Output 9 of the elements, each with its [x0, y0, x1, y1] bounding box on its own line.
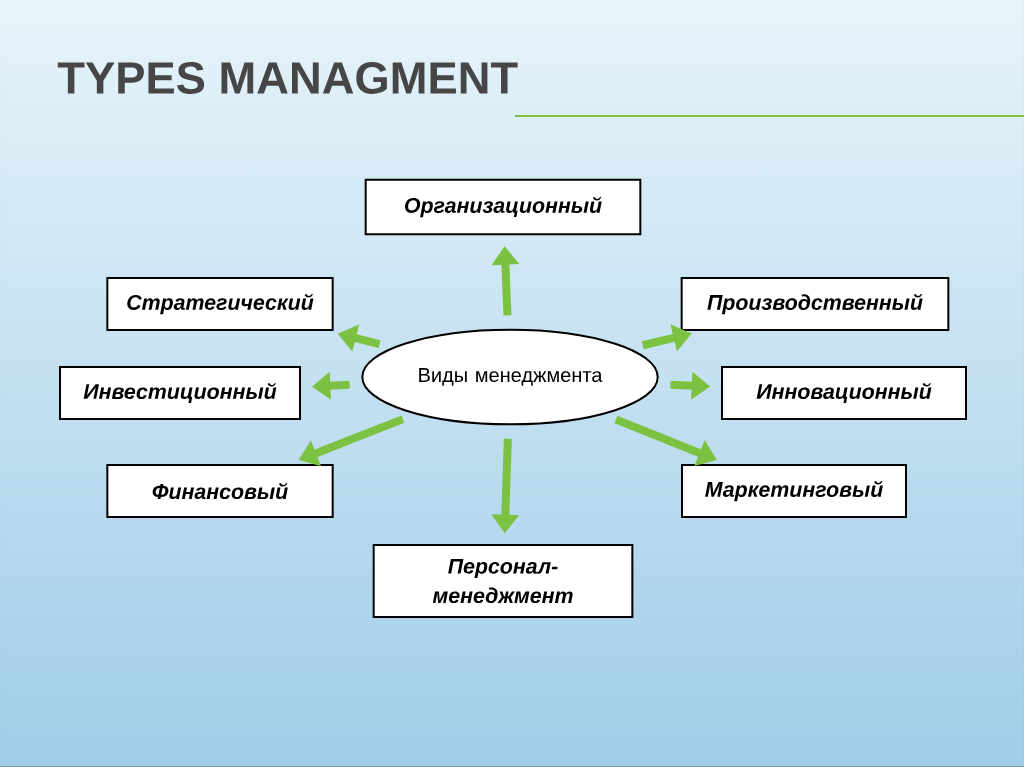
category-box: Маркетинговый [681, 464, 907, 518]
slide-title: TYPES MANAGMENT [57, 61, 518, 95]
category-box: Инвестиционный [59, 366, 301, 420]
category-box: Производственный [680, 277, 950, 331]
category-box: Инновационный [721, 366, 967, 420]
category-box: Финансовый [106, 464, 334, 518]
category-box: Стратегический [106, 277, 334, 331]
category-box: Персонал-менеджмент [372, 544, 634, 618]
category-box: Организационный [364, 178, 642, 236]
